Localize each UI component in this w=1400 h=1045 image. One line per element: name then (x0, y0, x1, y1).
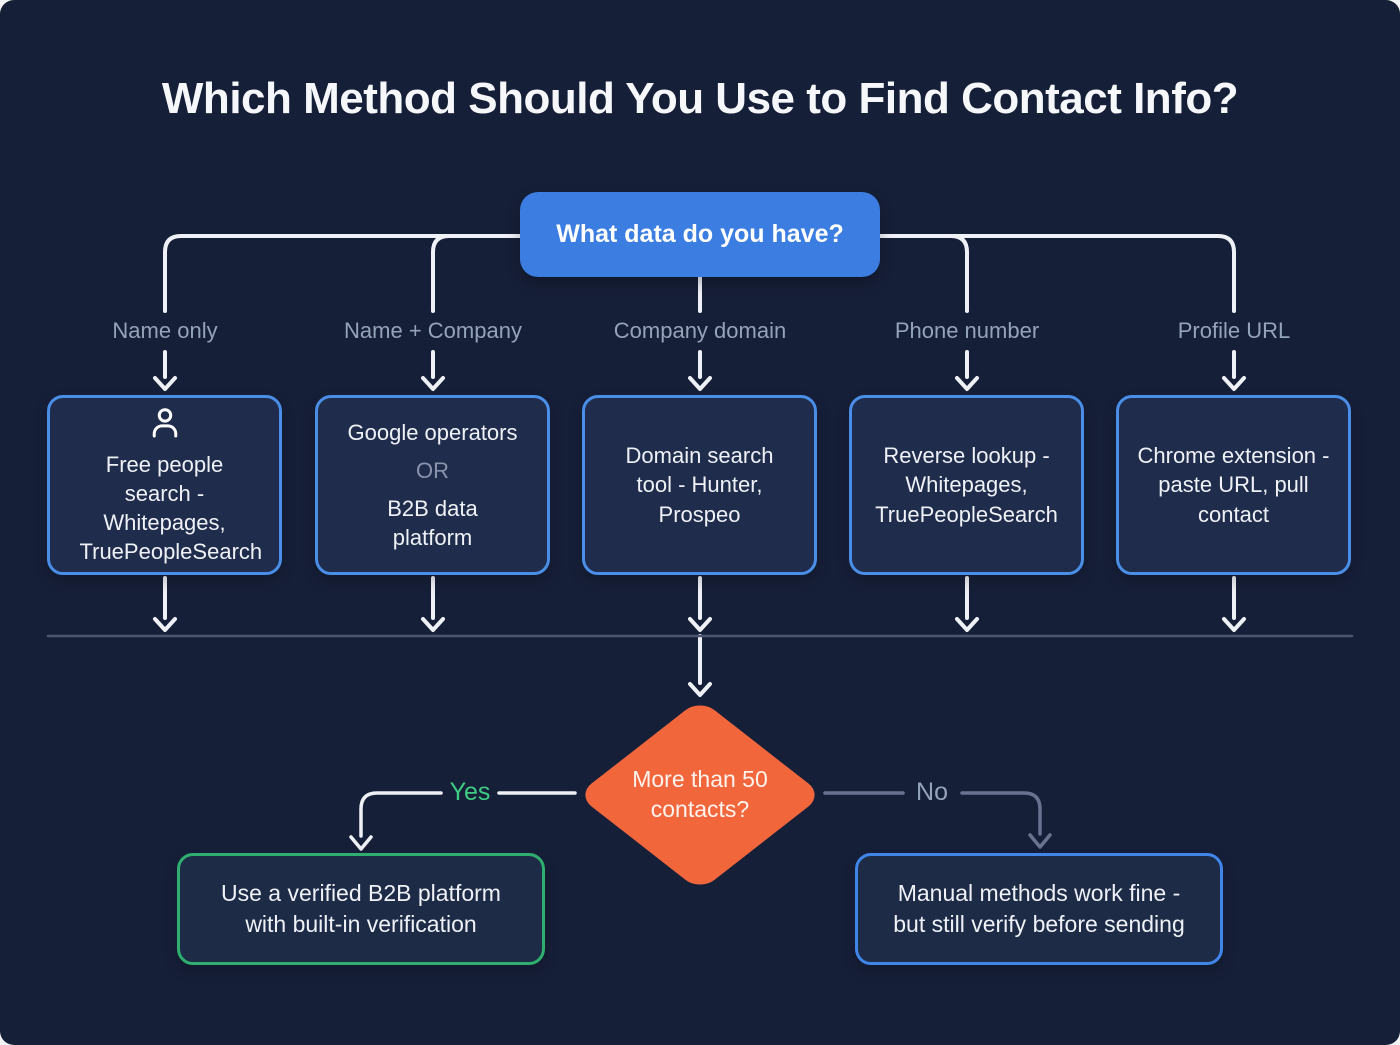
arrow-to-decision (688, 634, 712, 697)
decision-diamond: More than 50 contacts? (590, 757, 810, 833)
arrow-down-5 (1222, 576, 1246, 632)
arrow-down-3 (688, 576, 712, 632)
arrow-down-1 (153, 576, 177, 632)
method-node-text: Domain search tool - Hunter, Prospeo (625, 443, 774, 527)
method-node-text: Free people search - Whitepages, TruePeo… (79, 451, 263, 565)
outcome-node-yes: Use a verified B2B platform with built-i… (177, 853, 545, 965)
arrow-down-2 (421, 576, 445, 632)
elbow-branch-1 (163, 234, 542, 313)
branch-label-name-only: Name only (112, 318, 218, 343)
branch-label-name-company: Name + Company (344, 318, 522, 343)
elbow-branch-2 (431, 234, 542, 313)
arrow-branch-5 (1222, 350, 1246, 391)
branch-label-profile-url: Profile URL (1177, 318, 1291, 343)
or-connector-text: OR (416, 457, 449, 483)
branch-label-phone-number: Phone number (894, 318, 1040, 343)
root-question-node: What data do you have? (520, 192, 880, 277)
method-node-chrome-extension: Chrome extension - paste URL, pull conta… (1116, 395, 1351, 575)
method-node-text-top: Google operators (347, 419, 518, 445)
method-node-domain-search: Domain search tool - Hunter, Prospeo (582, 395, 817, 575)
elbow-branch-5 (858, 234, 1236, 313)
person-icon (152, 408, 177, 438)
branch-label-company-domain: Company domain (613, 318, 787, 343)
outcome-no-text: Manual methods work fine - but still ver… (893, 879, 1185, 937)
outcome-node-no: Manual methods work fine - but still ver… (855, 853, 1223, 965)
root-question-text: What data do you have? (556, 220, 844, 248)
outcome-yes-text: Use a verified B2B platform with built-i… (221, 879, 501, 937)
arrow-branch-1 (153, 350, 177, 391)
arrow-branch-4 (955, 350, 979, 391)
yes-label: Yes (449, 778, 491, 806)
decision-question-text: More than 50 contacts? (632, 766, 768, 822)
yes-line-arrow (349, 791, 443, 851)
flowchart-title: Which Method Should You Use to Find Cont… (161, 74, 1239, 123)
method-node-free-people-search: Free people search - Whitepages, TruePeo… (47, 395, 282, 575)
no-label: No (916, 778, 948, 806)
method-node-reverse-lookup: Reverse lookup - Whitepages, TruePeopleS… (849, 395, 1084, 575)
method-node-text: Reverse lookup - Whitepages, TruePeopleS… (875, 443, 1058, 527)
method-node-google-operators: Google operators OR B2B data platform (315, 395, 550, 575)
arrow-down-4 (955, 576, 979, 632)
arrow-branch-2 (421, 350, 445, 391)
method-node-text-bottom: B2B data platform (387, 496, 478, 551)
arrow-branch-3 (688, 350, 712, 391)
decision-diamond-shape (585, 705, 815, 885)
method-node-text: Chrome extension - paste URL, pull conta… (1137, 443, 1330, 527)
no-line-arrow (960, 791, 1052, 849)
